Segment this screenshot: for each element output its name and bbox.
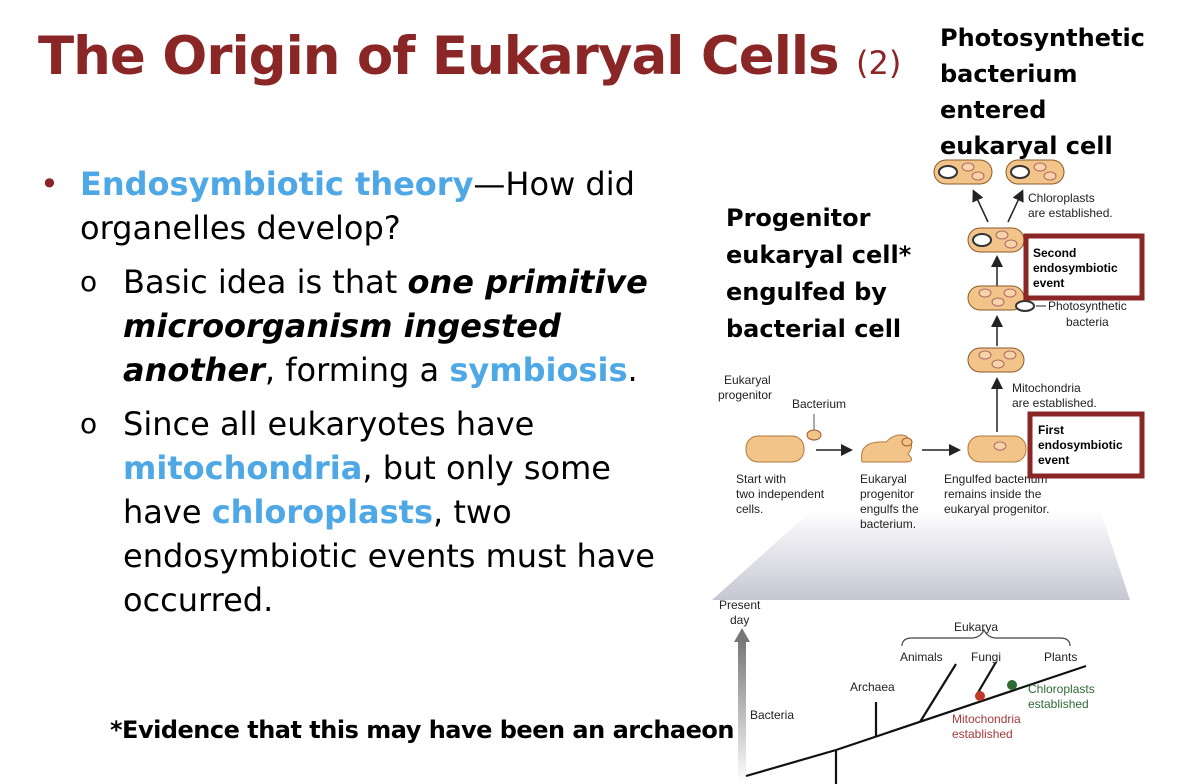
- arrow: [972, 189, 989, 223]
- note-line: engulfed by: [726, 278, 887, 306]
- animals-label: Animals: [900, 650, 943, 664]
- term-mitochondria: mitochondria: [123, 449, 363, 487]
- text: Basic idea is that: [123, 263, 408, 301]
- sub-bullet-marker: o: [80, 265, 98, 298]
- first-event-label: event: [1038, 453, 1069, 467]
- mitochondria-established-label: established: [952, 727, 1013, 741]
- step3-label: Engulfed bacterium: [944, 472, 1047, 486]
- chloroplasts-established-label: Chloroplasts: [1028, 682, 1095, 696]
- first-event-label: First: [1038, 423, 1064, 437]
- eukaryal-progenitor-label: progenitor: [718, 388, 772, 402]
- photosynthetic-bacteria-label: Photosynthetic: [1048, 299, 1127, 313]
- chloroplasts-label: are established.: [1028, 206, 1113, 220]
- mitochondria-label: are established.: [1012, 396, 1097, 410]
- photosynthetic-note: Photosynthetic bacterium entered eukarya…: [940, 20, 1192, 164]
- bacteria-label: Bacteria: [750, 708, 794, 722]
- bullet-dot: •: [40, 165, 59, 203]
- photosynthetic-bacteria-label: bacteria: [1066, 315, 1109, 329]
- note-line: eukaryal cell*: [726, 241, 912, 269]
- bacterium-cell: [806, 429, 822, 441]
- term-symbiosis: symbiosis: [449, 351, 628, 389]
- second-event-label: endosymbiotic: [1033, 261, 1118, 275]
- cell-with-mitochondria-top: [967, 285, 1025, 311]
- eukarya-brace: [901, 628, 1071, 647]
- arrow: [1007, 189, 1024, 223]
- term-chloroplasts: chloroplasts: [211, 493, 434, 531]
- text: , forming a: [264, 351, 450, 389]
- step2-label: bacterium.: [860, 517, 916, 531]
- time-arrow-head: [734, 628, 750, 642]
- note-line: eukaryal cell: [940, 132, 1113, 160]
- term-endosymbiotic: Endosymbiotic theory: [80, 165, 474, 203]
- eukaryal-progenitor-label: Eukaryal: [724, 373, 771, 387]
- text: , but only some have: [123, 449, 611, 531]
- endosymbiosis-diagram: Chloroplasts are established. Photosynth…: [712, 159, 1145, 784]
- mitochondria-label: Mitochondria: [1012, 381, 1081, 395]
- text: , two endosymbiotic events must have occ…: [123, 493, 655, 619]
- note-line: Progenitor: [726, 204, 871, 232]
- text: .: [627, 351, 638, 389]
- text: Since all eukaryotes have: [123, 405, 535, 443]
- note-line: Photosynthetic: [940, 24, 1145, 52]
- second-event-label: event: [1033, 276, 1064, 290]
- first-event-label: endosymbiotic: [1038, 438, 1123, 452]
- step3-label: remains inside the: [944, 487, 1042, 501]
- chloroplasts-label: Chloroplasts: [1028, 191, 1095, 205]
- chloroplast-cell-left: [933, 159, 993, 185]
- engulfed-cell: [967, 435, 1027, 463]
- fungi-label: Fungi: [971, 650, 1001, 664]
- bacterium-label: Bacterium: [792, 397, 846, 411]
- first-event-box: [1027, 411, 1145, 479]
- cell-with-mitochondria: [967, 347, 1025, 373]
- chloroplast-cell-right: [1005, 159, 1065, 185]
- note-line: bacterium entered: [940, 60, 1078, 124]
- step1-label: two independent: [736, 487, 825, 501]
- engulfing-cell: [861, 434, 913, 463]
- eukarya-label: Eukarya: [954, 620, 998, 634]
- title-main: The Origin of Eukaryal Cells: [38, 26, 840, 87]
- time-arrow: [738, 640, 746, 784]
- title-suffix: (2): [856, 44, 902, 82]
- step2-label: engulfs the: [860, 502, 919, 516]
- slide-title: The Origin of Eukaryal Cells (2): [38, 26, 901, 87]
- second-event-box: [1023, 233, 1145, 301]
- bullet-list: • Endosymbiotic theory—How did organelle…: [40, 162, 670, 622]
- chloroplasts-established-label: established: [1028, 697, 1089, 711]
- bullet-endosymbiotic: • Endosymbiotic theory—How did organelle…: [40, 162, 670, 250]
- evidence-note: *Evidence that this may have been an arc…: [110, 716, 734, 744]
- fan-projection: [712, 510, 1130, 600]
- bullet-text: —How did organelles develop?: [80, 165, 635, 247]
- present-day-label: day: [730, 613, 749, 627]
- mitochondria-established-label: Mitochondria: [952, 712, 1021, 726]
- subbullet-two-events: o Since all eukaryotes have mitochondria…: [40, 402, 670, 622]
- cell-with-chloroplast: [967, 227, 1025, 253]
- eukaryal-progenitor-cell: [745, 435, 805, 463]
- step2-label: Eukaryal: [860, 472, 907, 486]
- step1-label: Start with: [736, 472, 786, 486]
- step2-label: progenitor: [860, 487, 914, 501]
- step1-label: cells.: [736, 502, 763, 516]
- plants-label: Plants: [1044, 650, 1077, 664]
- present-day-label: Present: [719, 598, 761, 612]
- chloroplast-dot: [1007, 680, 1017, 690]
- step3-label: eukaryal progenitor.: [944, 502, 1049, 516]
- second-event-label: Second: [1033, 246, 1076, 260]
- subbullet-basic-idea: o Basic idea is that one primitive micro…: [40, 260, 670, 392]
- photosynthetic-bacterium: [1015, 300, 1035, 312]
- phylogenetic-tree: [745, 661, 1087, 784]
- emphasis: one primitive microorganism ingested ano…: [123, 263, 648, 389]
- note-line: bacterial cell: [726, 315, 902, 343]
- mitochondria-dot: [975, 691, 985, 701]
- progenitor-note: Progenitor eukaryal cell* engulfed by ba…: [726, 200, 911, 348]
- sub-bullet-marker: o: [80, 407, 98, 440]
- archaea-label: Archaea: [850, 680, 895, 694]
